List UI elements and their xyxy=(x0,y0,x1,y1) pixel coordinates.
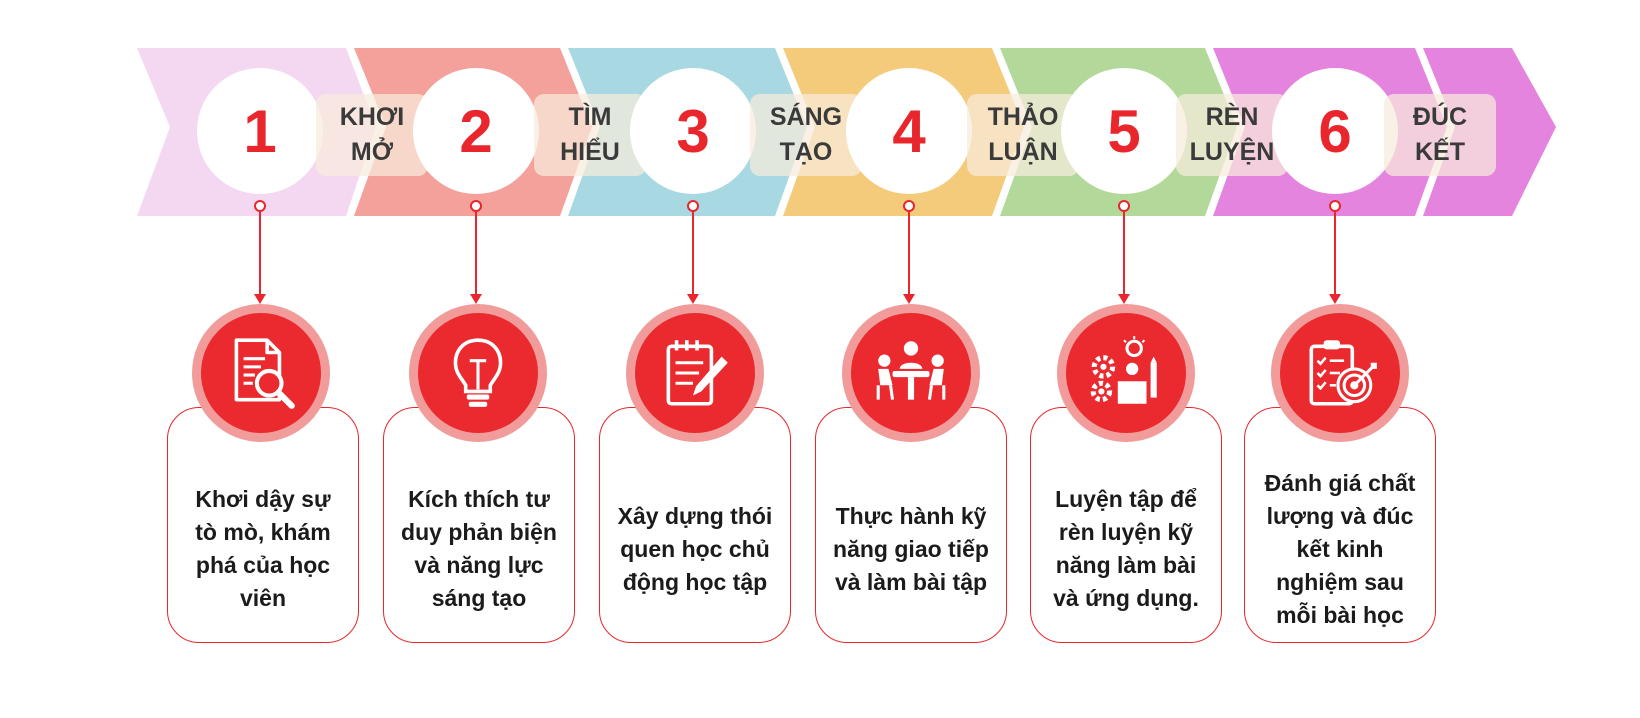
step-1-title: KHƠI MỞ xyxy=(316,94,428,176)
step-1-number: 1 xyxy=(197,68,323,194)
step-4-title-line-2: LUẬN xyxy=(988,138,1058,166)
step-1-icon-ring xyxy=(192,304,330,442)
step-5-title-line-2: LUYỆN xyxy=(1189,138,1275,166)
step-6-card: Đánh giá chất lượng và đúc kết kinh nghi… xyxy=(1244,407,1436,643)
step-2-card: Kích thích tư duy phản biện và năng lực … xyxy=(383,407,575,643)
step-2-number: 2 xyxy=(413,68,539,194)
step-4-description: Thực hành kỹ năng giao tiếp và làm bài t… xyxy=(833,502,989,595)
step-1-description: Khơi dậy sự tò mò, khám phá của học viên xyxy=(195,486,331,611)
step-6-title-line-2: KẾT xyxy=(1414,138,1465,166)
step-3-icon-ring xyxy=(626,304,764,442)
step-2-connector xyxy=(470,200,482,304)
lightbulb-icon xyxy=(453,338,503,407)
step-2-title-line-1: TÌM xyxy=(568,103,612,131)
step-1-connector xyxy=(254,200,266,304)
clipboard-target-icon xyxy=(1309,340,1377,406)
step-3-number: 3 xyxy=(630,68,756,194)
step-5-connector xyxy=(1118,200,1130,304)
step-4-title-line-1: THẢO xyxy=(987,103,1059,131)
step-3-title-line-1: SÁNG xyxy=(769,103,843,131)
step-4-card: Thực hành kỹ năng giao tiếp và làm bài t… xyxy=(815,407,1007,643)
meeting-table-icon xyxy=(876,341,946,400)
step-4-connector xyxy=(903,200,915,304)
step-6-icon-ring xyxy=(1271,304,1409,442)
step-3-title-line-2: TẠO xyxy=(779,138,833,166)
step-6-title: ĐÚC KẾT xyxy=(1384,94,1496,176)
step-5-number: 5 xyxy=(1061,68,1187,194)
step-5-icon-ring xyxy=(1057,304,1195,442)
step-3-card: Xây dựng thói quen học chủ động học tập xyxy=(599,407,791,643)
step-6-connector xyxy=(1329,200,1341,304)
step-3-description: Xây dựng thói quen học chủ động học tập xyxy=(617,502,773,595)
gears-presenter-icon xyxy=(1090,336,1157,404)
step-4-number: 4 xyxy=(846,68,972,194)
step-2-icon-ring xyxy=(409,304,547,442)
step-6-title-line-1: ĐÚC xyxy=(1412,103,1468,131)
step-4-icon-ring xyxy=(842,304,980,442)
step-5-card: Luyện tập để rèn luyện kỹ năng làm bài v… xyxy=(1030,407,1222,643)
step-4-title: THẢO LUẬN xyxy=(967,94,1079,176)
step-5-title-line-1: RÈN xyxy=(1205,103,1259,131)
step-1-title-line-2: MỞ xyxy=(350,138,394,166)
step-3-title: SÁNG TẠO xyxy=(750,94,862,176)
step-3-connector xyxy=(687,200,699,304)
step-2-description: Kích thích tư duy phản biện và năng lực … xyxy=(401,486,557,611)
notepad-pencil-icon xyxy=(666,340,728,406)
step-1-title-line-1: KHƠI xyxy=(339,103,405,131)
step-2-title: TÌM HIỂU xyxy=(534,94,646,176)
step-1-card: Khơi dậy sự tò mò, khám phá của học viên xyxy=(167,407,359,643)
step-5-description: Luyện tập để rèn luyện kỹ năng làm bài v… xyxy=(1053,486,1199,611)
step-5-title: RÈN LUYỆN xyxy=(1176,94,1288,176)
step-2-title-line-2: HIỂU xyxy=(560,138,620,166)
step-6-description: Đánh giá chất lượng và đúc kết kinh nghi… xyxy=(1264,469,1416,628)
step-6-number: 6 xyxy=(1272,68,1398,194)
document-search-icon xyxy=(234,338,295,409)
